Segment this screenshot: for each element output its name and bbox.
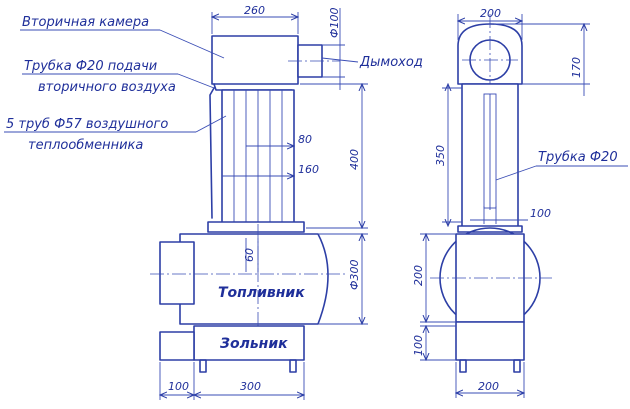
secondary-air-tube — [209, 87, 215, 219]
dim-300-bottom: 300 — [240, 380, 261, 393]
front-view: 260 Ф100 80 160 400 60 Ф300 100 300 — [4, 4, 423, 400]
dim-400: 400 — [348, 149, 361, 170]
dim-200-top: 200 — [480, 7, 501, 20]
dim-phi300: Ф300 — [348, 260, 361, 290]
ash-box — [193, 325, 305, 361]
firebox — [179, 233, 329, 325]
dim-160: 160 — [298, 163, 319, 176]
loading-door — [159, 241, 195, 305]
dim-170: 170 — [570, 57, 583, 78]
dim-350: 350 — [434, 145, 447, 166]
dim-80: 80 — [298, 133, 312, 146]
label-pipes-1: 5 труб Ф57 воздушного — [6, 117, 168, 132]
dim-100-right: 100 — [530, 207, 551, 220]
ash-door — [159, 331, 195, 361]
label-secondary-chamber: Вторичная камера — [22, 15, 149, 30]
label-tube-right: Трубка Ф20 — [538, 150, 618, 165]
dim-100-bottom: 100 — [168, 380, 189, 393]
dim-phi100: Ф100 — [328, 8, 341, 38]
label-tube-2: вторичного воздуха — [38, 80, 176, 95]
secondary-chamber — [211, 35, 299, 85]
side-ashbox — [455, 321, 525, 361]
label-chimney: Дымоход — [359, 55, 423, 70]
label-tube-1: Трубка Ф20 подачи — [24, 59, 157, 74]
side-view: 200 170 350 Трубка Ф20 100 200 100 — [412, 7, 628, 398]
dim-60: 60 — [243, 248, 256, 262]
dim-260: 260 — [244, 4, 265, 17]
dim-100-right-bottom: 100 — [412, 335, 425, 356]
label-firebox: Топливник — [218, 285, 305, 301]
dim-200-bottom: 200 — [478, 380, 499, 393]
label-ashbox: Зольник — [220, 336, 288, 352]
dim-200-mid: 200 — [412, 265, 425, 286]
label-pipes-2: теплообменника — [28, 138, 143, 153]
heat-exchanger-pipes — [221, 89, 295, 225]
